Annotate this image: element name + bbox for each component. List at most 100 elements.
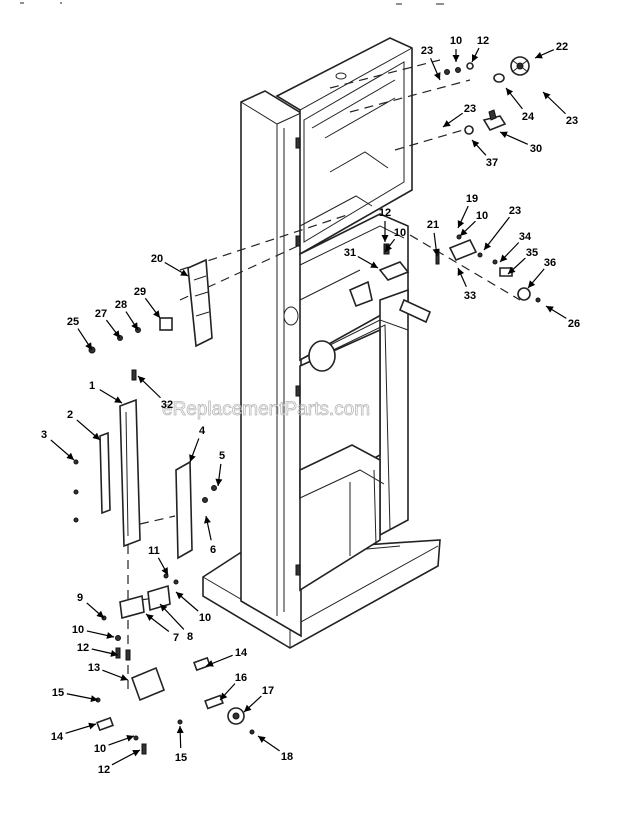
callout-number: 25 (67, 316, 79, 328)
arrow-head-icon (381, 235, 389, 242)
guide-bracket-hardware (348, 234, 541, 324)
callout-c-32: 32 (137, 375, 173, 411)
callout-c-12-b: 12 (379, 207, 391, 242)
arrow-head-icon (153, 310, 160, 318)
bracket-33 (448, 238, 478, 262)
callout-number: 23 (566, 115, 578, 127)
callout-number: 14 (235, 647, 248, 659)
arrow-head-icon (215, 478, 223, 486)
arrow-head-icon (146, 614, 154, 622)
callout-c-3: 3 (41, 429, 75, 461)
callout-number: 2 (67, 409, 73, 421)
callout-c-21: 21 (427, 219, 440, 257)
arrow-head-icon (472, 140, 480, 148)
callout-c-27: 27 (95, 308, 121, 339)
block-29 (159, 317, 173, 331)
callout-number: 23 (464, 103, 476, 115)
callout-c-30: 30 (499, 131, 542, 155)
washer-37 (464, 125, 474, 135)
arrow-head-icon (112, 330, 120, 338)
callout-number: 9 (77, 592, 83, 604)
callout-c-5: 5 (215, 450, 225, 487)
callout-number: 7 (173, 632, 179, 644)
arrow-head-icon (189, 454, 196, 462)
arrow-head-icon (114, 396, 122, 403)
arrow-head-icon (92, 432, 100, 440)
callout-number: 8 (187, 631, 193, 643)
guard-1 (119, 398, 141, 548)
callout-number: 10 (394, 227, 406, 239)
callout-c-33: 33 (457, 267, 476, 302)
washer-24 (493, 73, 505, 83)
top-edge-marks (20, 2, 444, 5)
callout-c-35: 35 (507, 247, 538, 275)
lever-30 (482, 109, 507, 131)
arrow-head-icon (88, 722, 96, 730)
callout-number: 10 (94, 743, 106, 755)
callout-c-8: 8 (159, 603, 193, 643)
column-screws (295, 137, 301, 576)
arrow-head-icon (500, 254, 508, 262)
callout-number: 4 (199, 425, 206, 437)
lower-guide-assembly (95, 573, 255, 755)
pin-14-b (96, 716, 114, 732)
callout-c-24: 24 (505, 87, 535, 123)
arrow-head-icon (90, 695, 98, 703)
callout-number: 30 (530, 143, 542, 155)
arrow-head-icon (543, 92, 551, 100)
callout-c-2: 2 (67, 409, 101, 441)
callout-number: 14 (51, 731, 64, 743)
callout-number: 10 (199, 612, 211, 624)
callout-number: 32 (161, 399, 173, 411)
arrow-head-icon (206, 660, 214, 667)
callout-c-14-a: 14 (205, 647, 248, 667)
blade-guard-assembly (73, 398, 217, 560)
arrow-head-icon (508, 266, 516, 274)
bracket-31 (378, 261, 410, 281)
arrow-head-icon (110, 650, 118, 657)
callout-number: 15 (175, 752, 187, 764)
arrow-head-icon (176, 726, 184, 734)
arrow-head-icon (160, 604, 168, 612)
callout-c-12-c: 12 (77, 642, 119, 657)
cover-4 (175, 460, 193, 560)
bracket-20 (187, 258, 213, 348)
callout-number: 18 (281, 751, 293, 763)
callout-c-34: 34 (499, 231, 532, 263)
upper-right-hardware (444, 56, 530, 135)
arrow-head-icon (106, 632, 114, 639)
callout-number: 6 (210, 544, 216, 556)
callout-number: 12 (98, 764, 110, 776)
callout-number: 27 (95, 308, 107, 320)
block-8 (147, 584, 171, 612)
callout-number: 28 (115, 299, 127, 311)
arrow-head-icon (472, 54, 479, 62)
callout-c-10-e: 10 (72, 624, 115, 639)
callout-c-4: 4 (189, 425, 206, 463)
callout-number: 37 (486, 157, 498, 169)
callout-number: 12 (379, 207, 391, 219)
callout-number: 10 (450, 35, 462, 47)
callout-number: 29 (134, 286, 146, 298)
callout-c-29: 29 (134, 286, 161, 319)
knob-36 (517, 287, 531, 301)
arrow-head-icon (96, 610, 104, 618)
arrow-head-icon (132, 750, 140, 757)
callout-number: 36 (544, 257, 556, 269)
shaft-16 (204, 694, 224, 710)
callout-number: 15 (52, 687, 64, 699)
callout-c-12-a: 12 (471, 35, 489, 63)
callout-c-10-d: 10 (175, 591, 211, 624)
watermark: eReplacementParts.com (162, 399, 370, 420)
arrow-head-icon (138, 376, 146, 384)
callout-c-13: 13 (88, 662, 129, 681)
callout-number: 11 (148, 545, 160, 557)
arrow-head-icon (385, 244, 392, 252)
callout-c-10-b: 10 (459, 210, 488, 237)
guide-2 (99, 431, 111, 515)
callout-c-9: 9 (77, 592, 105, 619)
callout-c-23-b: 23 (442, 103, 476, 128)
callout-c-15-a: 15 (52, 687, 99, 703)
